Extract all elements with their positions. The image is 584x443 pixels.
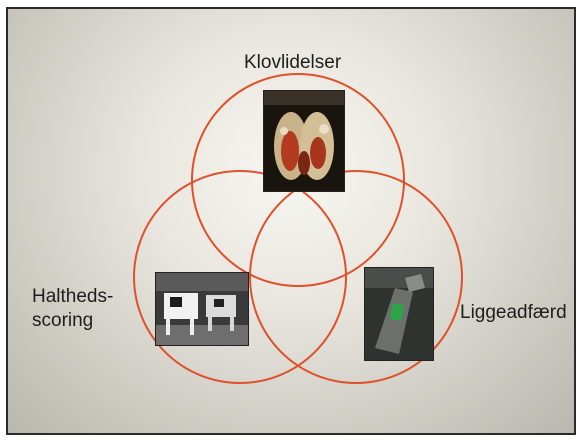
label-haltheds-line-1: Haltheds- <box>32 286 114 307</box>
venn-diagram <box>133 73 463 384</box>
venn-circle-haltheds-scoring <box>133 170 347 384</box>
label-haltheds-line-2: scoring <box>32 310 94 331</box>
label-klovlidelser: Klovlidelser <box>244 52 342 73</box>
cows-walking-photo <box>155 272 249 346</box>
label-haltheds-scoring: Haltheds- scoring <box>32 285 113 333</box>
cow-lying-photo <box>364 267 434 361</box>
venn-circle-liggeadfaerd <box>249 170 463 384</box>
slide: Klovlidelser Haltheds- scoring Liggeadfæ… <box>6 7 576 435</box>
label-liggeadfaerd: Liggeadfærd <box>460 302 567 323</box>
hoof-photo <box>263 90 345 192</box>
venn-circle-klovlidelser <box>191 73 405 287</box>
